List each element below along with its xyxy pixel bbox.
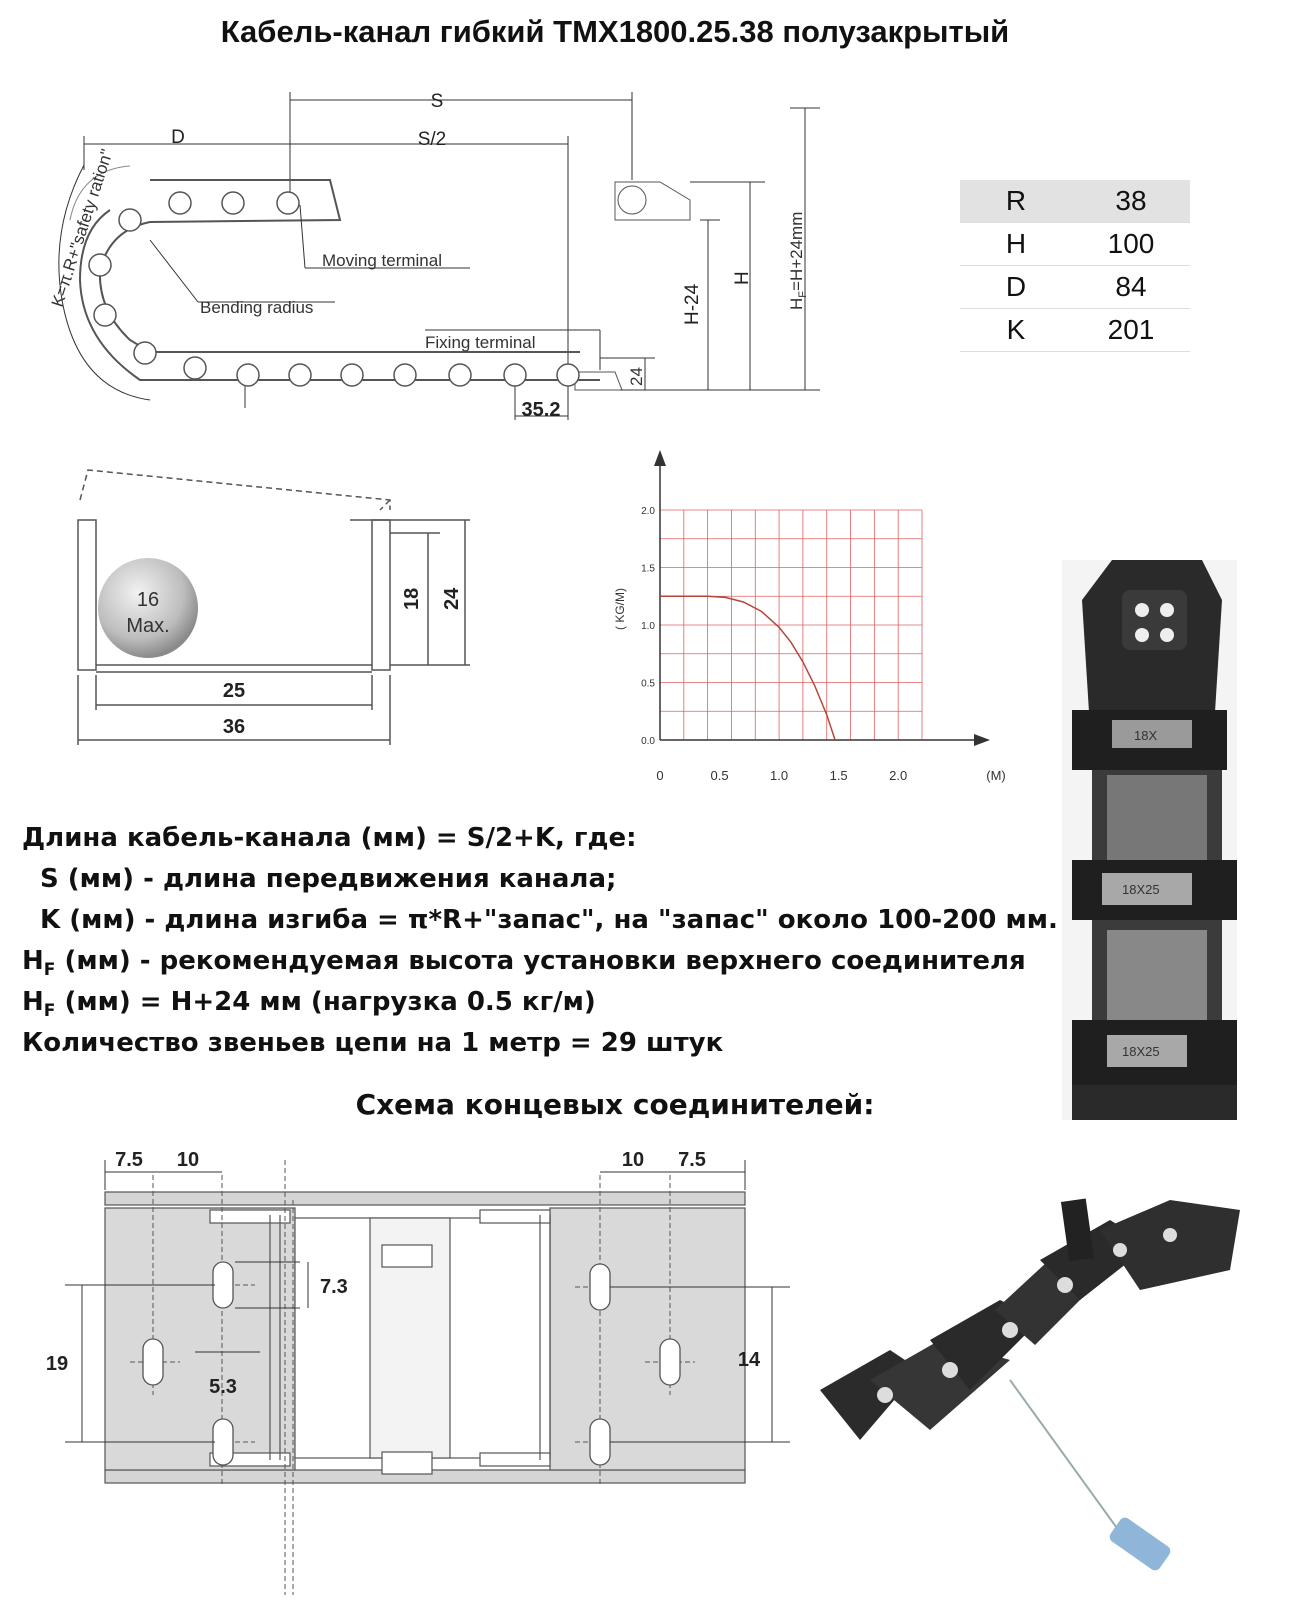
y-axis-label: ( KG/M) bbox=[613, 588, 627, 630]
inner-width: 25 bbox=[223, 680, 245, 702]
label-pitch: 35.2 bbox=[522, 399, 561, 421]
inner-height: 18 bbox=[401, 588, 423, 610]
formula-line: Количество звеньев цепи на 1 метр = 29 ш… bbox=[22, 1028, 724, 1058]
formula-line: HF (мм) - рекомендуемая высота установки… bbox=[22, 946, 1026, 981]
dim-slot-length: 7.3 bbox=[320, 1276, 348, 1298]
dim-right-edge: 7.5 bbox=[678, 1149, 706, 1171]
label-h: H bbox=[732, 271, 753, 285]
slot bbox=[212, 1418, 234, 1466]
formula-block: Длина кабель-канала (мм) = S/2+K, где: S… bbox=[22, 818, 1058, 1064]
photo-marking: 18X bbox=[1134, 728, 1157, 743]
label-height-24: 24 bbox=[627, 367, 646, 386]
y-tick-label: 2.0 bbox=[641, 506, 655, 517]
dim-slot-width: 5.3 bbox=[209, 1376, 237, 1398]
label-h-minus-24: H-24 bbox=[682, 283, 703, 325]
y-axis-arrow bbox=[654, 450, 666, 466]
chain-photo: 18X 18X25 18X25 bbox=[1062, 560, 1237, 1120]
label-k-formula: K=π.R+"safety ration" bbox=[48, 147, 117, 309]
dim-left-height: 19 bbox=[46, 1353, 68, 1375]
y-tick-label: 1.0 bbox=[641, 621, 655, 632]
slot bbox=[589, 1263, 611, 1311]
cable-max-label: Max. bbox=[126, 615, 169, 637]
dim-right-pitch: 10 bbox=[622, 1149, 644, 1171]
connector-title: Схема концевых соединителей: bbox=[355, 1088, 875, 1121]
x-tick-label: 1.5 bbox=[830, 768, 848, 783]
label-bending-radius: Bending radius bbox=[200, 298, 313, 317]
chart-grid bbox=[659, 509, 923, 741]
label-hf-formula: HF=H+24mm bbox=[787, 212, 809, 310]
cable-max-value: 16 bbox=[137, 589, 159, 611]
photo-marking: 18X25 bbox=[1122, 882, 1160, 897]
outer-width: 36 bbox=[223, 716, 245, 738]
x-tick-labels: 0 0.5 1.0 1.5 2.0 bbox=[656, 768, 907, 783]
slot bbox=[659, 1338, 681, 1386]
formula-line: HF (мм) = H+24 мм (нагрузка 0.5 кг/м) bbox=[22, 987, 596, 1022]
label-moving-terminal: Moving terminal bbox=[322, 251, 442, 270]
dim-left-edge: 7.5 bbox=[115, 1149, 143, 1171]
slot bbox=[212, 1261, 234, 1309]
x-tick-label: 0 bbox=[656, 768, 663, 783]
connector-diagram: 7.5 10 10 7.5 7.3 5.3 19 14 bbox=[46, 1149, 790, 1595]
series-line bbox=[660, 595, 836, 741]
x-axis-arrow bbox=[974, 734, 990, 746]
assembly-photo bbox=[810, 1190, 1250, 1590]
formula-line: K (мм) - длина изгиба = π*R+"запас", на … bbox=[40, 905, 1058, 935]
cross-section-diagram: 16 Max. 18 24 25 36 bbox=[77, 469, 470, 745]
slot bbox=[142, 1338, 164, 1386]
y-tick-label: 1.5 bbox=[641, 564, 655, 575]
y-tick-labels: 0.0 0.5 1.0 1.5 2.0 bbox=[641, 506, 655, 747]
x-tick-label: 2.0 bbox=[889, 768, 907, 783]
y-tick-label: 0.0 bbox=[641, 736, 655, 747]
x-tick-label: 1.0 bbox=[770, 768, 788, 783]
slot bbox=[589, 1418, 611, 1466]
formula-line: Длина кабель-канала (мм) = S/2+K, где: bbox=[22, 823, 637, 853]
outer-height: 24 bbox=[441, 587, 463, 610]
label-fixing-terminal: Fixing terminal bbox=[425, 333, 536, 352]
y-tick-label: 0.5 bbox=[641, 679, 655, 690]
dim-right-height: 14 bbox=[738, 1349, 761, 1371]
photo-marking: 18X25 bbox=[1122, 1044, 1160, 1059]
dim-left-pitch: 10 bbox=[177, 1149, 199, 1171]
label-s-half: S/2 bbox=[418, 129, 447, 150]
cable-ball bbox=[98, 558, 198, 658]
load-chart: 0 0.5 1.0 1.5 2.0 0.0 0.5 1.0 1.5 2.0 ( KG/M) (M… bbox=[613, 450, 1006, 783]
label-d: D bbox=[171, 127, 185, 148]
page-title: Кабель-канал гибкий TMX1800.25.38 полуза… bbox=[220, 14, 1010, 49]
x-axis-label: (M) bbox=[986, 768, 1006, 783]
formula-line: S (мм) - длина передвижения канала; bbox=[40, 864, 617, 894]
label-s: S bbox=[431, 91, 444, 112]
chain-diagram: S S/2 D K=π.R+"safety ration" Moving ter… bbox=[48, 91, 820, 421]
x-tick-label: 0.5 bbox=[711, 768, 729, 783]
